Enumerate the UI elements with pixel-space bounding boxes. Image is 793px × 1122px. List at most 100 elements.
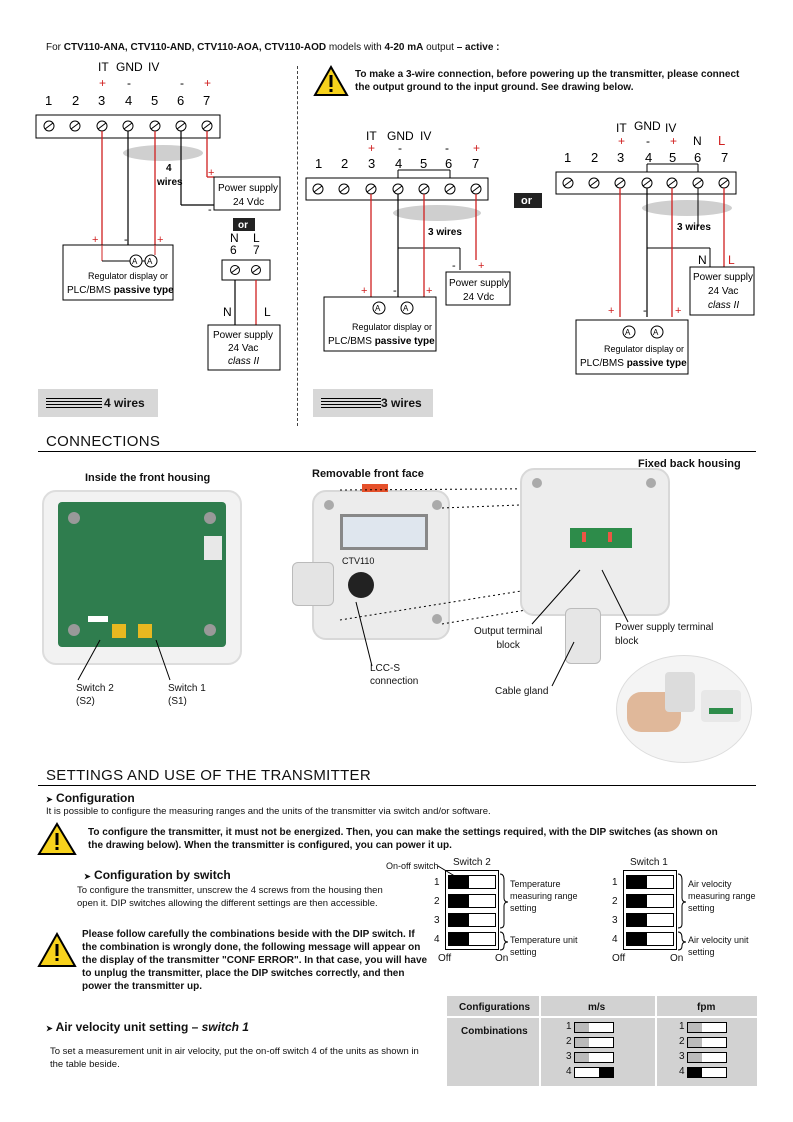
s1-num-1: 1 [612,877,618,888]
w3b-it: IT [616,121,627,135]
lcc-pointer [355,601,373,667]
wires-count: 4 [166,163,172,174]
w3b-gnd: GND [634,119,661,133]
w3b-n: N [693,134,702,148]
warning-icon-dip [37,932,77,967]
svg-text:Power supply: Power supply [693,272,753,283]
removable-front-label: Removable front face [312,468,424,480]
back-pointers [531,569,629,687]
fpm-switch-1 [687,1022,727,1033]
switch2-dip [445,870,499,950]
svg-text:Regulator display or: Regulator display or [604,344,684,354]
notice-3wire: To make a 3-wire connection, before powe… [355,69,740,93]
w3a-n5: 5 [420,156,427,171]
switch2-label: Switch 2(S2) [76,683,114,707]
back-housing-photo [520,468,670,616]
svg-text:-: - [445,141,449,155]
reg-plus-l: + [92,234,98,246]
fpm-num-4: 4 [679,1066,685,1077]
s2-num-1: 1 [434,877,440,888]
configuration-text: It is possible to configure the measurin… [46,806,491,817]
svg-text:+: + [670,134,677,148]
fpm-switch-4 [687,1067,727,1078]
sign-plus-3: + [99,76,106,90]
svg-text:N: N [698,253,707,267]
switch2-title: Switch 2 [453,857,491,868]
w3a-n1: 1 [315,156,322,171]
svg-text:-: - [398,141,402,155]
svg-text:+: + [426,285,432,297]
nl-6: 6 [230,243,237,257]
svg-text:A: A [625,328,631,337]
nl-l: L [253,231,260,245]
term-num-3: 3 [98,93,105,108]
warning-icon-config [37,822,77,855]
svg-text:A: A [653,328,659,337]
reg-line1: Regulator display or [88,271,168,281]
w3-or-badge [514,193,542,208]
configuration-title: ➤ Configuration [46,791,135,805]
warning-icon [313,65,349,96]
term-num-2: 2 [72,93,79,108]
ms-num-4: 4 [566,1066,572,1077]
settings-rule [38,785,756,786]
onoff-label: On-off switch [386,861,439,871]
s2-label-range: Temperature measuring range setting [510,879,578,913]
svg-text:A: A [147,257,153,266]
cable-gland-label: Cable gland [495,686,549,697]
connections-heading: CONNECTIONS [46,433,161,450]
s2-braces [499,873,509,951]
s1-num-2: 2 [612,896,618,907]
w3b-l: L [718,133,725,148]
svg-text:-: - [646,134,650,148]
svg-text:A: A [403,304,409,313]
switch1-dip [623,870,677,950]
nl-n: N [230,231,239,245]
svg-text:1: 1 [564,150,571,165]
w3a-psu1: Power supply [449,278,509,289]
svg-text:A: A [375,304,381,313]
inside-housing-photo [42,490,242,665]
settings-heading: SETTINGS AND USE OF THE TRANSMITTER [46,767,371,784]
w3a-n6: 6 [445,156,452,171]
s1-on: On [670,953,684,964]
air-unit-title: ➤ Air velocity unit setting – switch 1 [46,1020,249,1034]
svg-text:PLC/BMS passive type: PLC/BMS passive type [580,358,687,369]
table-header-fpm: fpm [697,1002,716,1013]
cable-gland-photo [565,608,601,664]
by-switch-title: ➤ Configuration by switch [84,868,231,882]
svg-text:+: + [473,141,480,155]
wire-bundle-shadow [123,145,203,161]
active-label: – active : [456,42,500,53]
w3a-it: IT [366,129,377,143]
fixed-back-label: Fixed back housing [638,458,741,470]
svg-text:-: - [452,260,456,272]
w3a-terminal-block [305,177,489,201]
svg-text:class II: class II [708,300,739,311]
w3a-wires: 3 wires [428,227,462,238]
divider-vertical [297,66,298,426]
svg-text:2: 2 [591,150,598,165]
ms-switch-3 [574,1052,614,1063]
svg-text:L: L [728,253,735,267]
w3b-psu-box [689,266,755,316]
model-list: CTV110-ANA, CTV110-AND, CTV110-AOA, CTV1… [63,42,327,53]
reg-minus: - [124,234,128,246]
s1-off: Off [612,953,626,964]
ms-num-2: 2 [566,1036,572,1047]
config-warning-text: To configure the transmitter, it must no… [88,827,718,851]
fpm-switch-3 [687,1052,727,1063]
psu-dc-minus: - [208,204,212,216]
s2-num-2: 2 [434,896,440,907]
ac-l: L [264,305,271,319]
w3-or-text: or [521,195,533,207]
by-switch-text: To configure the transmitter, unscrew th… [77,885,383,909]
svg-text:+: + [618,134,625,148]
psu-dc-line1: Power supply [218,183,278,194]
psu-ac-line2: 24 Vac [228,343,258,354]
output-type: 4-20 mA [384,42,424,53]
switch1-label: Switch 1(S1) [168,683,206,707]
